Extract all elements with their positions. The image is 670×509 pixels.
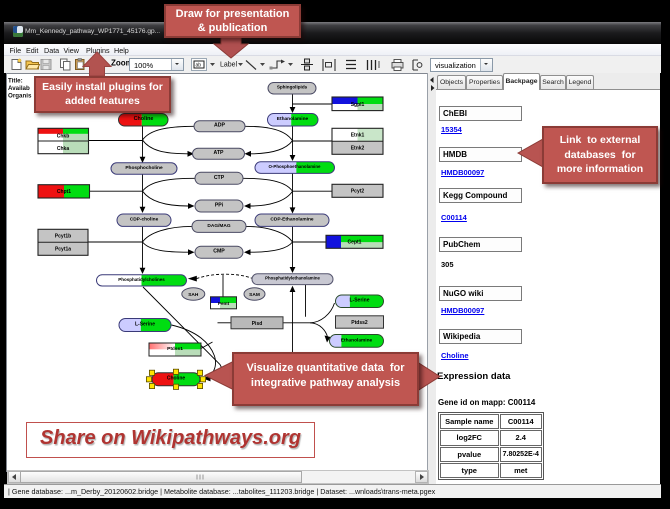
svg-text:SAM: SAM [249,292,260,298]
svg-text:ATP: ATP [214,150,225,156]
svg-text:Phosphatidylethanolamine: Phosphatidylethanolamine [265,276,320,281]
svg-text:Ethanolamine: Ethanolamine [277,116,309,122]
svg-text:ab: ab [196,63,202,69]
svg-text:CTP: CTP [214,175,225,181]
svg-text:Cept1: Cept1 [348,240,362,246]
svg-text:O-Phosphoethanolamine: O-Phosphoethanolamine [269,164,322,169]
svg-text:PPi: PPi [215,203,224,209]
svg-text:Etnk1: Etnk1 [351,133,365,139]
svg-text:CDP-choline: CDP-choline [130,217,159,223]
svg-text:DAG/MAG: DAG/MAG [207,223,230,229]
svg-text:Pemt: Pemt [218,301,230,306]
svg-text:Choline: Choline [167,376,186,382]
svg-text:Etnk2: Etnk2 [351,146,365,152]
svg-text:Phosphatidylcholines: Phosphatidylcholines [118,277,165,282]
svg-text:Ptdss2: Ptdss2 [351,320,368,326]
svg-text:Pcyt2: Pcyt2 [351,189,365,195]
svg-text:Pcyt1a: Pcyt1a [55,247,71,253]
svg-text:Ptdss1: Ptdss1 [167,346,183,352]
svg-text:Title:: Title: [8,78,23,85]
svg-text:Sphingolipids: Sphingolipids [277,85,308,90]
svg-text:Pcyt1b: Pcyt1b [55,234,71,240]
svg-text:L-Serine: L-Serine [349,298,369,304]
svg-text:Ethanolamine: Ethanolamine [341,337,373,343]
svg-text:SAH: SAH [188,292,199,298]
svg-text:Chkb: Chkb [57,133,70,139]
svg-text:Phosphocholine: Phosphocholine [125,165,163,171]
svg-text:Choline: Choline [134,116,154,122]
svg-text:CDP-Ethanolamine: CDP-Ethanolamine [270,217,314,223]
svg-text:L-Serine: L-Serine [135,321,155,327]
svg-text:CMP: CMP [213,249,225,255]
svg-text:Availab: Availab [8,85,30,92]
svg-text:Pisd: Pisd [252,321,263,327]
svg-text:Chpt1: Chpt1 [57,189,71,195]
svg-text:ADP: ADP [214,123,225,129]
svg-text:Label: Label [220,62,238,69]
svg-text:Organis: Organis [8,93,32,100]
svg-text:Sgpl1: Sgpl1 [351,102,365,108]
svg-text:Zoom:: Zoom: [111,59,135,68]
svg-text:Chka: Chka [57,146,69,152]
